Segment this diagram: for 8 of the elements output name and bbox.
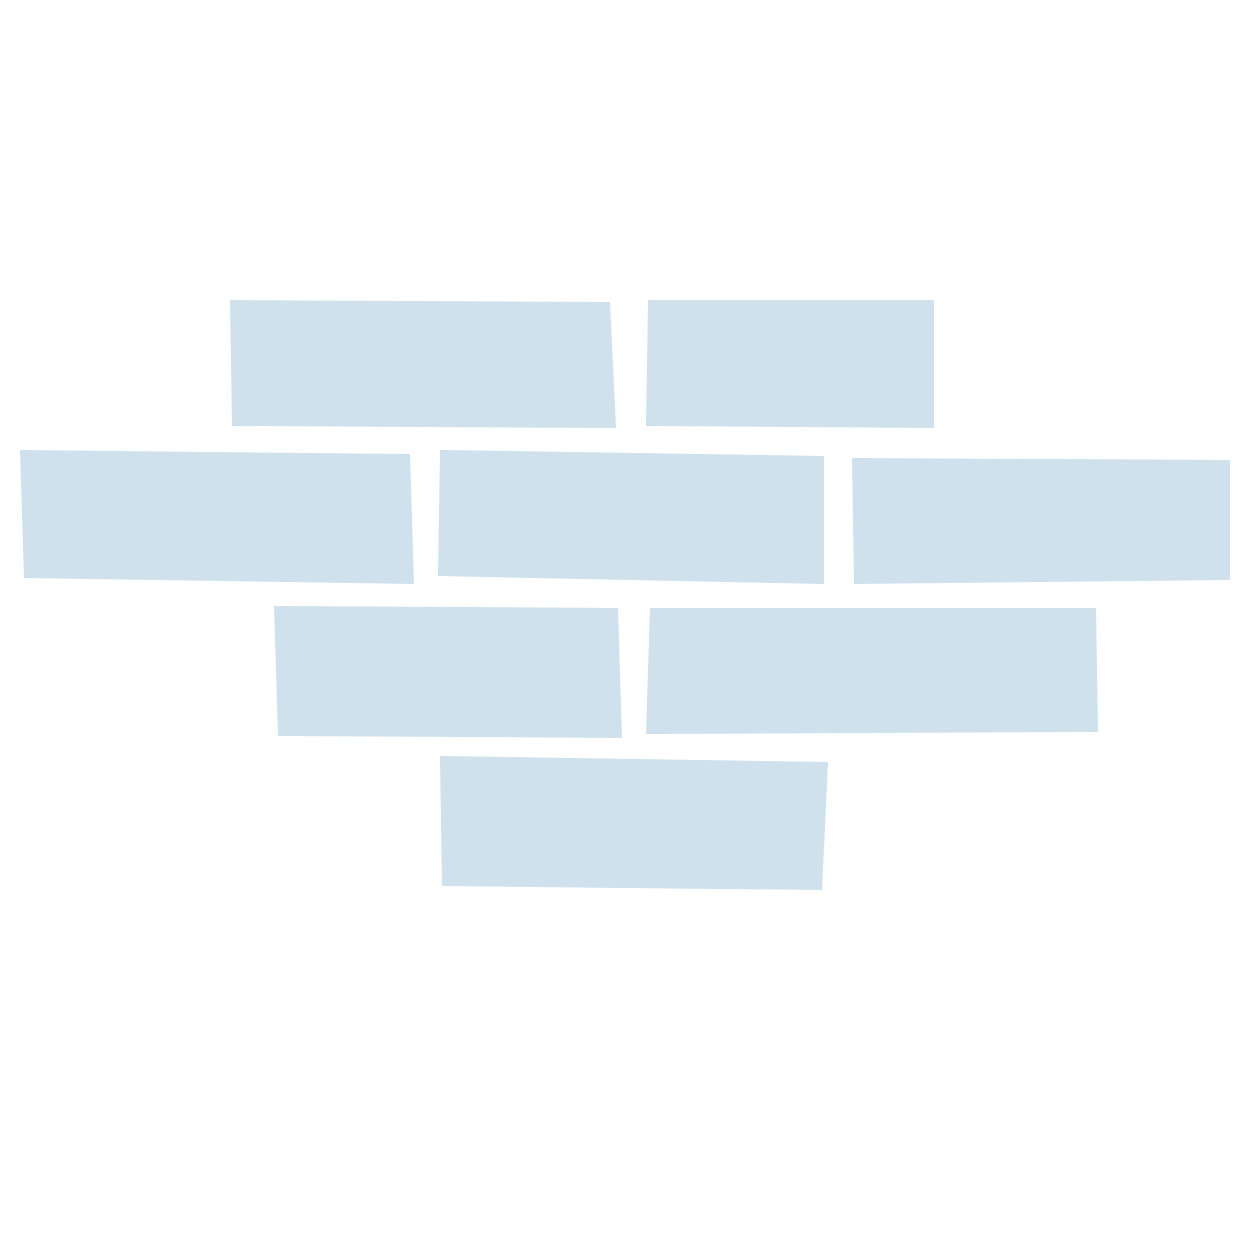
brick-box: [438, 756, 828, 892]
brick-box: [646, 608, 1098, 736]
brick-box: [20, 450, 414, 586]
brick-box: [274, 606, 622, 738]
brick-box: [228, 300, 616, 428]
brick-box: [646, 300, 934, 434]
brick-box: [852, 458, 1230, 584]
brick-box: [438, 450, 824, 584]
